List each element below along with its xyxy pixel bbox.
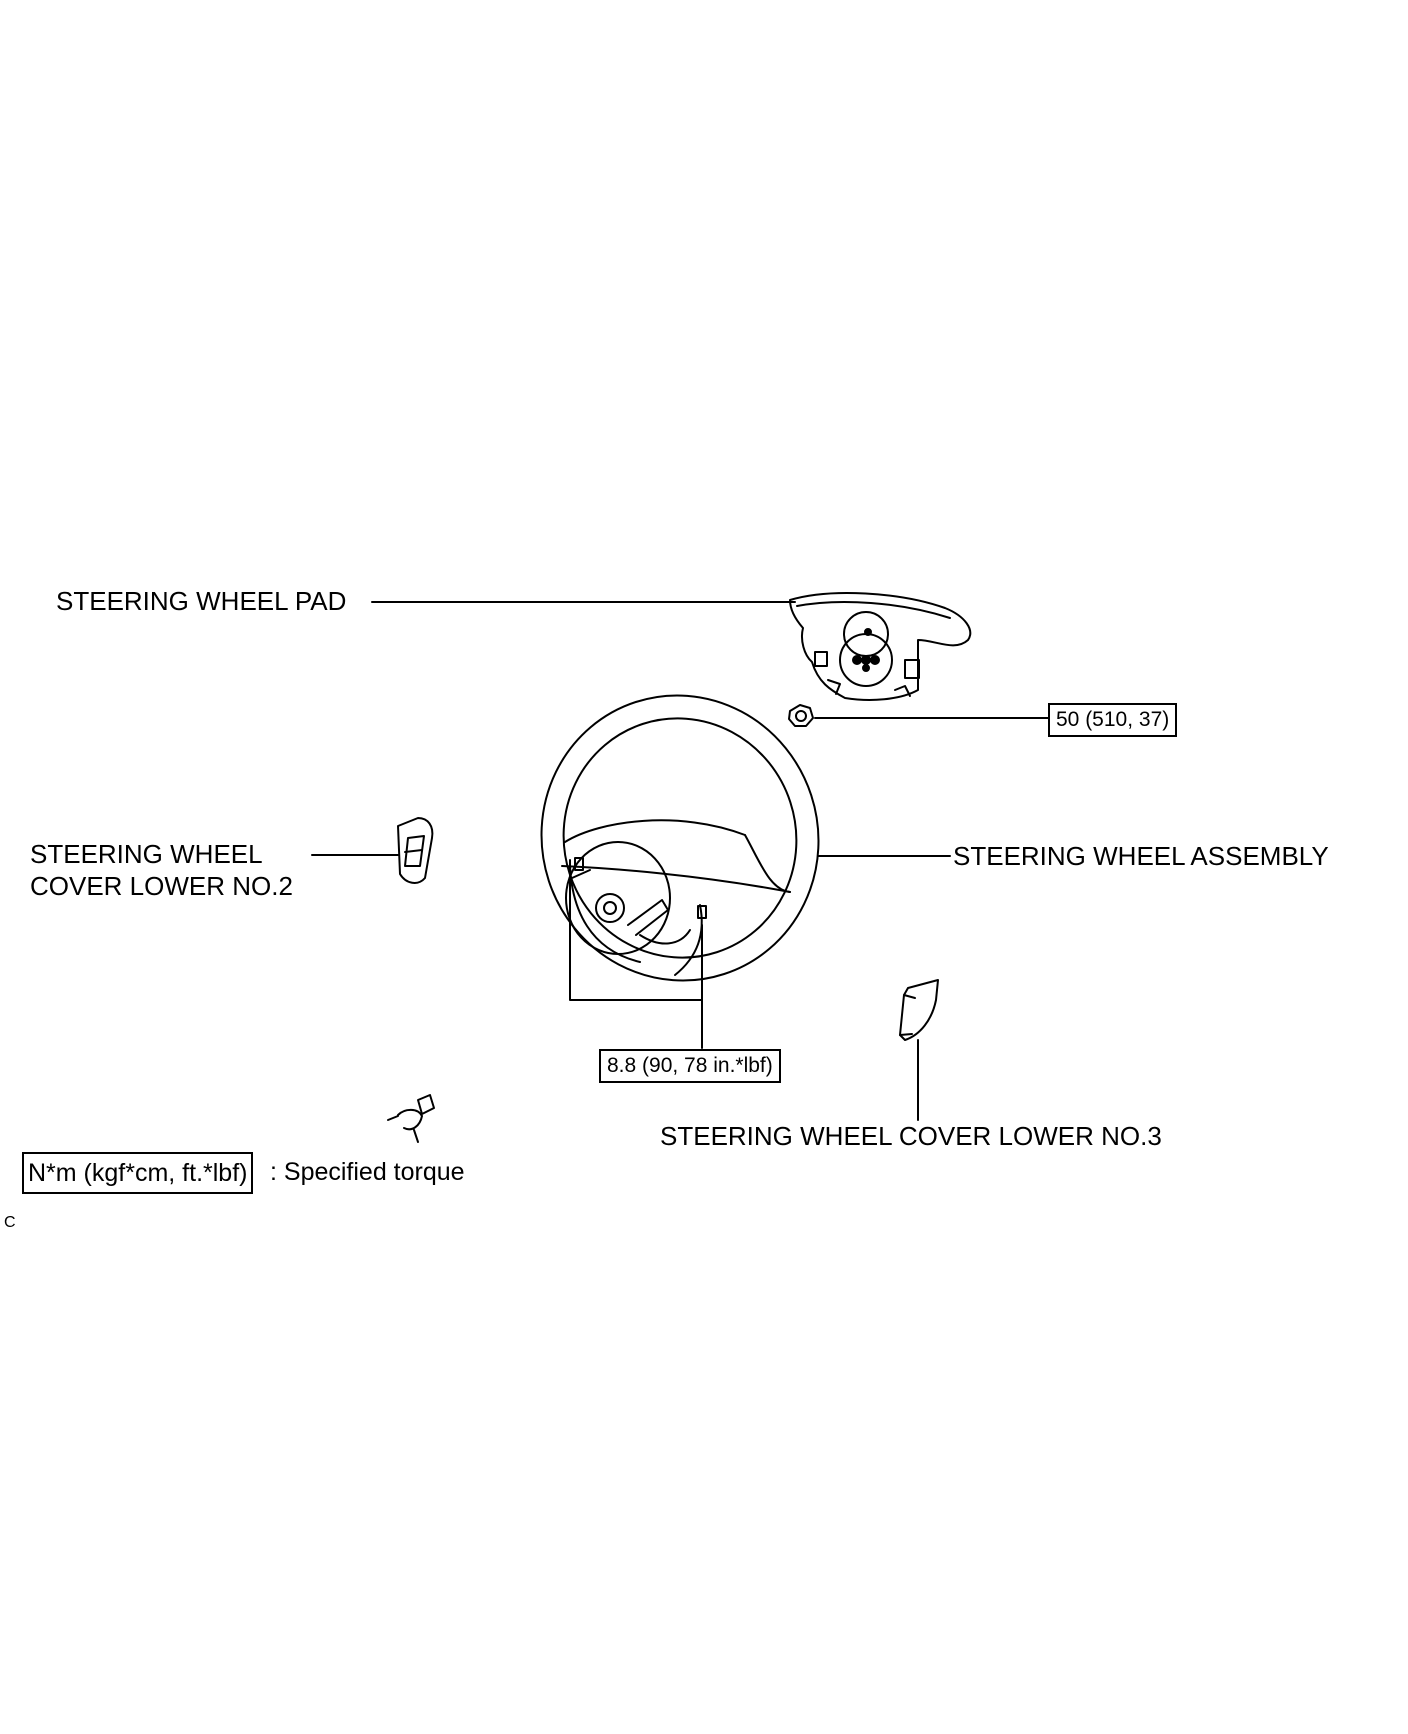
figure-code: C [4,1214,16,1231]
steering-wheel-set-nut [788,704,814,727]
screws-leader-line [569,859,703,1001]
label-steering-wheel-assembly: STEERING WHEEL ASSEMBLY [953,841,1329,871]
steering-wheel-pad-part [789,592,972,701]
torque-value-screws: 8.8 (90, 78 in.*lbf) [599,1049,781,1083]
legend-torque-text: : Specified torque [270,1158,465,1186]
screw-part [387,1094,435,1143]
steering-wheel-cover-lower-no3-part [899,979,939,1041]
legend-torque-box: N*m (kgf*cm, ft.*lbf) [22,1152,254,1194]
label-steering-wheel-pad: STEERING WHEEL PAD [56,586,347,616]
torque-value-nut: 50 (510, 37) [1048,703,1178,737]
label-cover-lower-no2-line1: STEERING WHEEL [30,839,263,869]
steering-wheel-cover-lower-no2-part [397,817,434,884]
label-cover-lower-no3: STEERING WHEEL COVER LOWER NO.3 [660,1121,1162,1151]
steering-wheel-assembly-part [540,694,820,982]
label-cover-lower-no2-line2: COVER LOWER NO.2 [30,871,293,901]
